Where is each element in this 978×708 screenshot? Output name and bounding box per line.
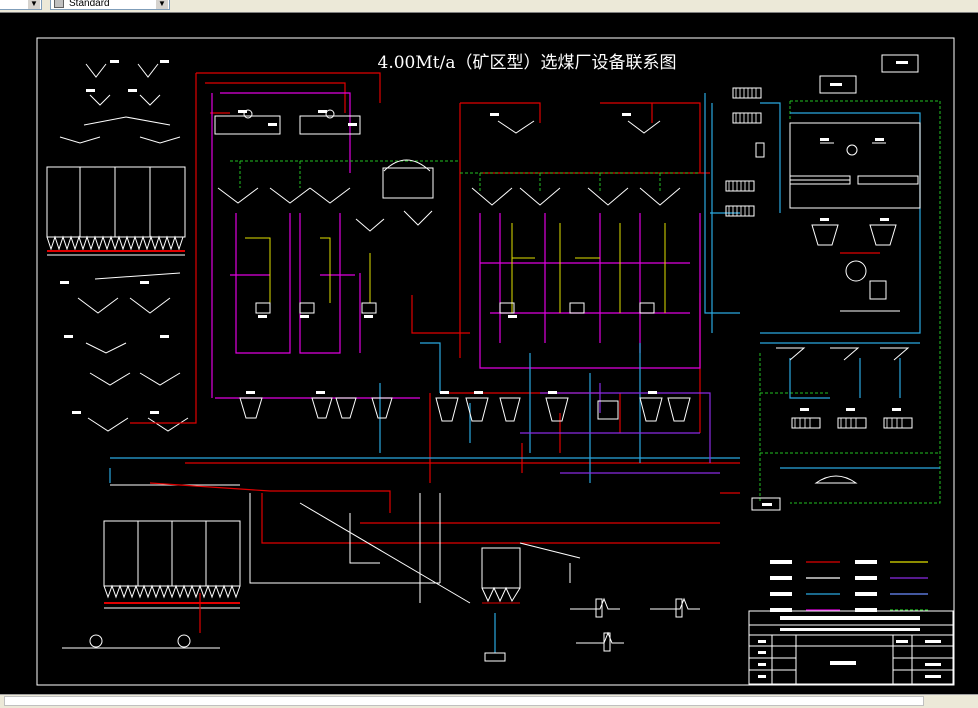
product-bunker [481,547,521,662]
drawing-title: 4.00Mt/a（矿区型）选煤厂设备联系图 [378,53,677,73]
title-block [748,610,954,685]
green-pipes [230,100,941,504]
equipment-tags [60,60,901,506]
center-bunker [382,167,434,199]
right-bottom-box [751,497,781,511]
drawing-frame [36,37,955,686]
center-equipment [214,109,681,314]
left-column-equipment [46,63,186,238]
filter-press-icon [845,260,867,282]
chevron-down-icon: ▼ [156,0,168,9]
pump-icon [846,144,858,156]
legend [770,560,928,612]
white-pipes [249,493,581,604]
bunker-outlets [46,235,184,251]
magenta-pipes [211,92,701,399]
drawing-canvas[interactable]: 4.00Mt/a（矿区型）选煤厂设备联系图 [0,13,978,694]
purple-pipes [520,383,720,474]
clean-coal-bunker [62,484,241,649]
top-right-box-2 [819,75,857,94]
cone-thickeners [239,397,691,422]
text-style-icon [54,0,64,8]
equipment-diagram: 4.00Mt/a（矿区型）选煤厂设备联系图 [36,37,955,686]
right-top-panel [789,122,921,209]
yellow-pipes [245,223,666,313]
pump-station-symbols [570,597,700,652]
command-line[interactable] [4,696,924,706]
top-right-box [881,54,919,73]
left-mid-equipment [77,272,189,432]
status-bar [0,694,978,708]
text-style-value: Standard [69,0,110,9]
raw-coal-bunker [46,166,186,238]
right-equipment [725,87,921,511]
chevron-down-icon: ▼ [28,0,40,9]
cad-toolbar: ▼ Standard ▼ [0,0,978,13]
text-style-dropdown[interactable]: Standard ▼ [50,0,170,10]
blue-pipes [109,93,940,653]
layer-dropdown[interactable]: ▼ [0,0,42,10]
